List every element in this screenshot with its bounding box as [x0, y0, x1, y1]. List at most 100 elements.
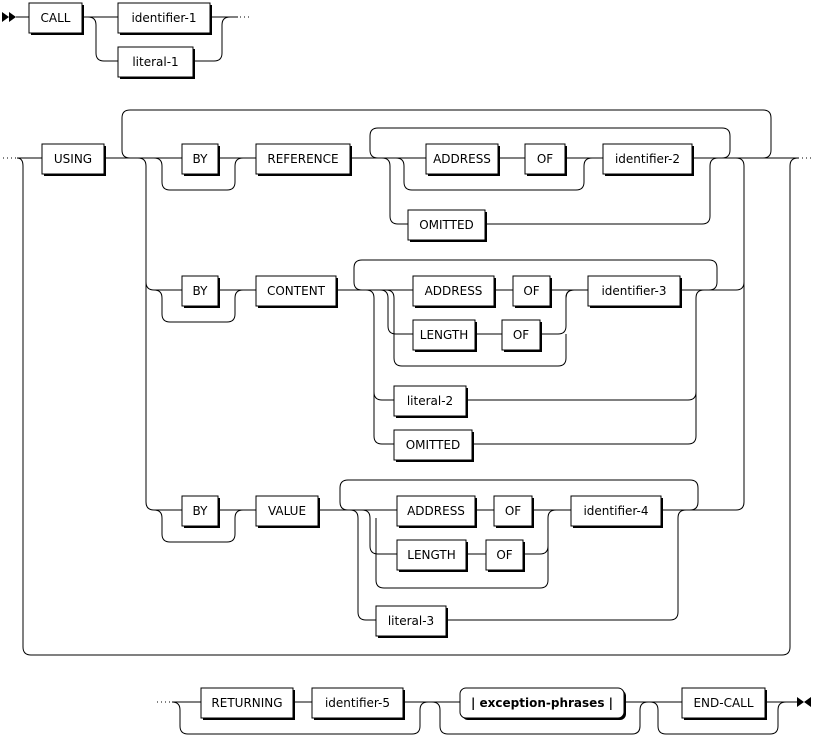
end-call-keyword-box-label: END-CALL — [693, 696, 753, 710]
value-keyword-box-frame — [255, 495, 319, 527]
content-omitted-box-label: OMITTED — [406, 438, 461, 452]
by-reference-by-box-label: BY — [193, 152, 209, 166]
identifier-5-box: identifier-5 — [311, 687, 405, 720]
literal-2-box-frame — [393, 385, 467, 417]
returning-keyword-box-label: RETURNING — [211, 696, 282, 710]
by-reference-by-box: BY — [181, 143, 220, 176]
by-content-by-box-label: BY — [193, 284, 209, 298]
value-keyword-box-label: VALUE — [268, 504, 306, 518]
by-value-by-box: BY — [181, 495, 220, 528]
by-reference-by-box-frame — [181, 143, 219, 175]
value-address-box-frame — [396, 495, 476, 527]
identifier-3-box-frame — [587, 275, 681, 307]
by-content-by-box: BY — [181, 275, 220, 308]
exception-phrases-box-frame — [459, 687, 625, 719]
content-length-of-box-label: OF — [513, 328, 529, 342]
value-address-of-box: OF — [493, 495, 534, 528]
identifier-3-box-label: identifier-3 — [601, 284, 666, 298]
returning-keyword-box-frame — [200, 687, 294, 719]
using-keyword-box-frame — [41, 143, 105, 175]
literal-3-box: literal-3 — [375, 605, 448, 638]
content-address-of-box-frame — [512, 275, 551, 307]
reference-omitted-box-frame — [407, 209, 486, 241]
identifier-2-box-label: identifier-2 — [615, 152, 680, 166]
value-length-box-label: LENGTH — [407, 548, 455, 562]
content-length-of-box: OF — [501, 319, 542, 352]
reference-of-box-label: OF — [537, 152, 553, 166]
content-address-of-box-label: OF — [523, 284, 539, 298]
literal-2-box-label: literal-2 — [407, 394, 453, 408]
content-address-box: ADDRESS — [412, 275, 496, 308]
content-address-of-box: OF — [512, 275, 552, 308]
reference-omitted-box: OMITTED — [407, 209, 487, 242]
exception-phrases-box-label: | exception-phrases | — [471, 696, 613, 710]
identifier-1-box-frame — [117, 2, 211, 34]
call-keyword-box-label: CALL — [41, 11, 71, 25]
identifier-4-box: identifier-4 — [570, 495, 663, 528]
literal-3-box-frame — [375, 605, 447, 637]
identifier-5-box-label: identifier-5 — [325, 696, 390, 710]
identifier-1-box: identifier-1 — [117, 2, 212, 35]
content-address-box-label: ADDRESS — [425, 284, 483, 298]
identifier-4-box-label: identifier-4 — [583, 504, 648, 518]
by-content-by-box-frame — [181, 275, 219, 307]
reference-of-box-frame — [524, 143, 566, 175]
value-length-box: LENGTH — [396, 539, 468, 572]
content-keyword-box-label: CONTENT — [267, 284, 326, 298]
call-keyword-box: CALL — [28, 2, 84, 35]
content-length-of-box-frame — [501, 319, 541, 351]
literal-1-box-label: literal-1 — [132, 55, 178, 69]
by-value-by-box-frame — [181, 495, 219, 527]
literal-1-box-frame — [117, 46, 194, 78]
value-length-of-box: OF — [485, 539, 525, 572]
end-arrow-icon — [797, 697, 811, 707]
row-returning-rails — [157, 697, 811, 735]
reference-keyword-box: REFERENCE — [255, 143, 352, 176]
value-length-of-box-frame — [485, 539, 524, 571]
value-address-box: ADDRESS — [396, 495, 477, 528]
reference-of-box: OF — [524, 143, 567, 176]
value-address-of-box-frame — [493, 495, 533, 527]
reference-address-box-frame — [425, 143, 499, 175]
exception-phrases-box: | exception-phrases | — [459, 687, 626, 720]
value-address-box-label: ADDRESS — [407, 504, 465, 518]
identifier-3-box: identifier-3 — [587, 275, 682, 308]
content-address-box-frame — [412, 275, 495, 307]
identifier-1-box-label: identifier-1 — [131, 11, 196, 25]
start-arrow-icon — [2, 12, 16, 22]
using-keyword-box: USING — [41, 143, 106, 176]
content-omitted-box-frame — [393, 429, 473, 461]
value-address-of-box-label: OF — [505, 504, 521, 518]
by-value-by-box-label: BY — [193, 504, 209, 518]
content-omitted-box: OMITTED — [393, 429, 474, 462]
reference-address-box-label: ADDRESS — [433, 152, 491, 166]
value-keyword-box: VALUE — [255, 495, 320, 528]
literal-1-box: literal-1 — [117, 46, 195, 79]
returning-keyword-box: RETURNING — [200, 687, 295, 720]
reference-keyword-box-label: REFERENCE — [267, 152, 338, 166]
identifier-2-box: identifier-2 — [602, 143, 694, 176]
content-length-box-label: LENGTH — [420, 328, 468, 342]
using-keyword-box-label: USING — [54, 152, 92, 166]
call-keyword-box-frame — [28, 2, 83, 34]
reference-keyword-box-frame — [255, 143, 351, 175]
literal-3-box-label: literal-3 — [388, 614, 434, 628]
identifier-5-box-frame — [311, 687, 404, 719]
content-keyword-box-frame — [255, 275, 337, 307]
end-call-keyword-box-frame — [681, 687, 766, 719]
reference-omitted-box-label: OMITTED — [419, 218, 474, 232]
row-call — [2, 12, 252, 62]
reference-address-box: ADDRESS — [425, 143, 500, 176]
content-length-box-frame — [412, 319, 476, 351]
value-length-box-frame — [396, 539, 467, 571]
content-length-box: LENGTH — [412, 319, 477, 352]
identifier-2-box-frame — [602, 143, 693, 175]
using-block-rails — [3, 109, 812, 656]
identifier-4-box-frame — [570, 495, 662, 527]
end-call-keyword-box: END-CALL — [681, 687, 767, 720]
content-keyword-box: CONTENT — [255, 275, 338, 308]
value-length-of-box-label: OF — [496, 548, 512, 562]
literal-2-box: literal-2 — [393, 385, 468, 418]
